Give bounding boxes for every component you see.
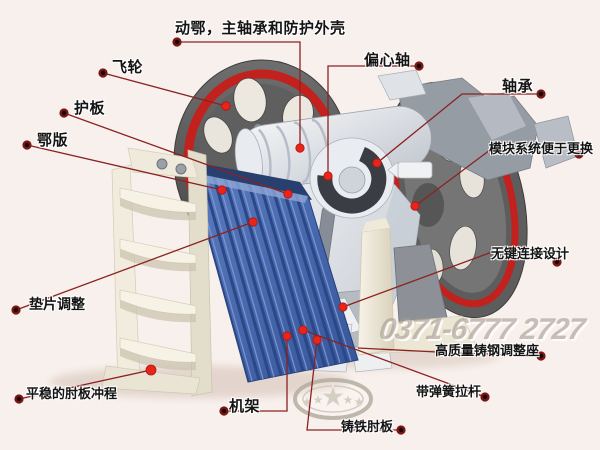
label-dots	[11, 37, 584, 435]
label-toggle-plate: 铸铁肘板	[341, 419, 394, 434]
side-frame-rack	[101, 147, 213, 397]
label-guard-plate: 护板	[74, 100, 106, 117]
jaw-plates	[183, 160, 359, 383]
label-jaw-plate: 鄂版	[37, 132, 69, 149]
svg-text:0371-6777 2727: 0371-6777 2727	[377, 313, 588, 346]
brand-logo-watermark	[293, 378, 373, 420]
label-keyless-connection: 无键连接设计	[491, 246, 570, 261]
leader-lines	[15, 41, 542, 431]
label-shim-adjustment: 垫片调整	[29, 296, 85, 312]
label-adjustment-seat: 高质量铸钢调整座	[435, 343, 540, 358]
pointer-dots	[145, 101, 420, 376]
phone-watermark: 0371-6777 2727 0371-6777 2727	[377, 313, 590, 348]
svg-text:0371-6777 2727: 0371-6777 2727	[379, 315, 590, 348]
label-flywheel: 飞轮	[112, 59, 144, 76]
label-module-system: 模块系统便于更换	[489, 141, 594, 156]
label-eccentric-shaft: 偏心轴	[364, 52, 411, 69]
label-frame: 机架	[229, 398, 261, 415]
label-toggle-stroke: 平稳的肘板冲程	[26, 386, 118, 401]
label-spring-tension-rod: 带弹簧拉杆	[416, 384, 482, 399]
bearing-housing	[377, 69, 579, 181]
flywheel-stand	[357, 161, 479, 356]
label-moving-jaw-assembly: 动鄂，主轴承和防护外壳	[175, 20, 346, 37]
main-bearing-cutaway	[309, 137, 395, 219]
label-bearing: 轴承	[502, 78, 534, 95]
